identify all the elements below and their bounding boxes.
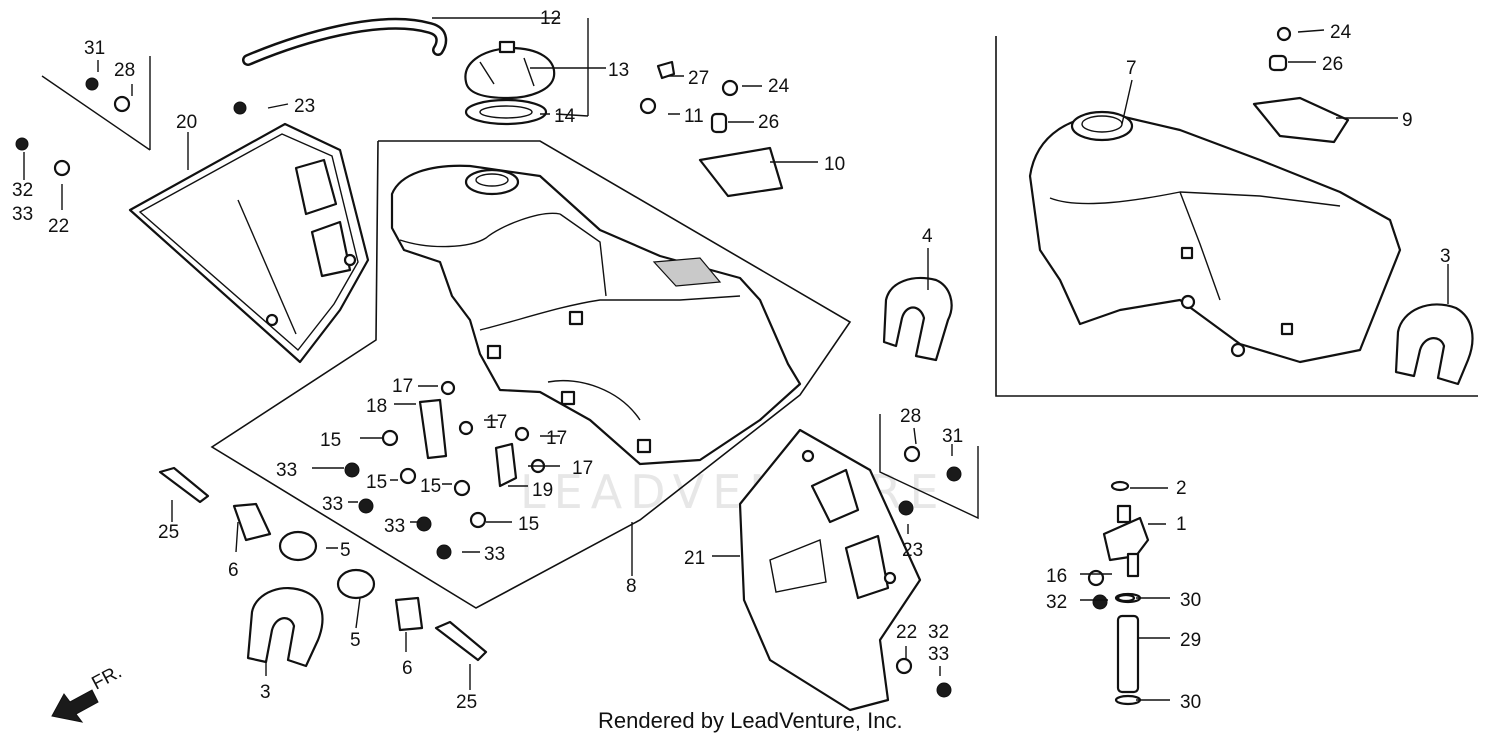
callout-15: 15 xyxy=(366,472,387,493)
callout-29: 29 xyxy=(1180,630,1201,651)
callout-23: 23 xyxy=(902,540,923,561)
callout-24: 24 xyxy=(1330,22,1352,43)
callout-12: 12 xyxy=(540,8,561,29)
callout-25: 25 xyxy=(456,692,477,713)
callout-14: 14 xyxy=(554,106,576,127)
render-credit: Rendered by LeadVenture, Inc. xyxy=(598,708,903,733)
callout-26: 26 xyxy=(1322,54,1343,75)
callout-9: 9 xyxy=(1402,110,1413,131)
bracket-9 xyxy=(1252,96,1350,144)
callout-17: 17 xyxy=(392,376,413,397)
callout-17: 17 xyxy=(572,458,593,479)
direction-label: FR. xyxy=(88,662,125,695)
callout-27: 27 xyxy=(688,68,709,89)
callout-33: 33 xyxy=(12,204,33,225)
callout-33: 33 xyxy=(276,460,297,481)
callout-33: 33 xyxy=(384,516,405,537)
callout-33: 33 xyxy=(322,494,343,515)
callout-33: 33 xyxy=(484,544,505,565)
callout-25: 25 xyxy=(158,522,179,543)
tank-strap-upper xyxy=(882,276,953,362)
fuel-tank xyxy=(390,164,802,466)
callout-17: 17 xyxy=(486,412,507,433)
callout-30: 30 xyxy=(1180,692,1201,713)
callout-11: 11 xyxy=(684,106,704,127)
callout-30: 30 xyxy=(1180,590,1201,611)
callout-23: 23 xyxy=(294,96,315,117)
callout-2: 2 xyxy=(1176,478,1187,499)
callout-28: 28 xyxy=(114,60,135,81)
callout-26: 26 xyxy=(758,112,779,133)
callout-22: 22 xyxy=(48,216,69,237)
left-shroud xyxy=(128,122,370,364)
callout-10: 10 xyxy=(824,154,845,175)
callout-4: 4 xyxy=(922,226,933,247)
callout-6: 6 xyxy=(402,658,413,679)
callout-5: 5 xyxy=(340,540,351,561)
right-shroud xyxy=(738,428,922,712)
cap-gasket xyxy=(464,98,548,126)
callout-5: 5 xyxy=(350,630,361,651)
callout-18: 18 xyxy=(366,396,387,417)
callout-19: 19 xyxy=(532,480,553,501)
leader-lines xyxy=(23,17,1449,701)
callout-16: 16 xyxy=(1046,566,1067,587)
callout-24: 24 xyxy=(768,76,790,97)
callout-6: 6 xyxy=(228,560,239,581)
callout-15: 15 xyxy=(320,430,341,451)
callout-15: 15 xyxy=(518,514,539,535)
callout-32: 32 xyxy=(928,622,949,643)
callout-13: 13 xyxy=(608,60,629,81)
callout-22: 22 xyxy=(896,622,917,643)
callout-15: 15 xyxy=(420,476,441,497)
inset-frame xyxy=(995,36,1478,397)
fuel-cap xyxy=(464,40,556,100)
callout-21: 21 xyxy=(684,548,705,569)
fuel-hose xyxy=(242,17,448,66)
callout-8: 8 xyxy=(626,576,637,597)
callout-32: 32 xyxy=(1046,592,1067,613)
callout-3: 3 xyxy=(1440,246,1451,267)
tank-strap-inset xyxy=(1394,303,1474,386)
fuel-line xyxy=(1116,614,1140,694)
assembly-outline xyxy=(210,140,852,609)
callout-31: 31 xyxy=(942,426,963,447)
callout-3: 3 xyxy=(260,682,271,703)
inset-fuel-tank xyxy=(1028,110,1402,364)
callout-1: 1 xyxy=(1176,514,1187,535)
tank-strap-lower xyxy=(246,587,324,668)
callout-7: 7 xyxy=(1126,58,1137,79)
callout-28: 28 xyxy=(900,406,921,427)
callout-17: 17 xyxy=(546,428,567,449)
fuel-valve xyxy=(1102,480,1150,578)
callout-31: 31 xyxy=(84,38,105,59)
callout-20: 20 xyxy=(176,112,197,133)
bracket-10 xyxy=(698,146,784,198)
callout-labels: 1 2 3 3 4 5 5 6 6 7 8 9 10 11 12 13 14 1… xyxy=(12,8,1451,713)
front-direction-arrow-icon xyxy=(51,689,99,723)
callout-32: 32 xyxy=(12,180,33,201)
callout-33: 33 xyxy=(928,644,949,665)
